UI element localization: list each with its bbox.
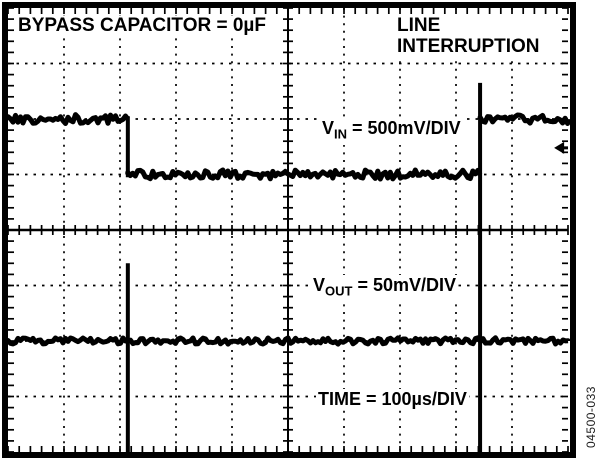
line-interruption-title-line2: INTERRUPTION <box>397 36 540 57</box>
vin-subscript: IN <box>334 126 348 142</box>
vout-scale-value: = 50mV/DIV <box>352 275 457 295</box>
vin-level <box>125 167 483 182</box>
vin-trace <box>5 82 571 452</box>
vin-level <box>477 112 571 126</box>
vout-level <box>5 335 571 347</box>
vout-trace <box>5 263 571 452</box>
vout-symbol: V <box>313 275 326 295</box>
vin-scale-value: = 500mV/DIV <box>347 118 461 138</box>
vout-scale-label: VOUT = 50mV/DIV <box>311 275 459 302</box>
figure-number: 04500-033 <box>584 386 598 448</box>
line-interruption-title-line1: LINE <box>397 15 441 36</box>
line-interruption-title: LINE INTERRUPTION <box>395 15 542 57</box>
vin-scale-label: VIN = 500mV/DIV <box>320 118 463 145</box>
vin-symbol: V <box>322 118 335 138</box>
time-scale-label: TIME = 100µs/DIV <box>316 389 469 409</box>
vout-subscript: OUT <box>325 283 353 299</box>
trigger-marker-left-arrow-icon <box>554 141 568 154</box>
bypass-capacitor-title: BYPASS CAPACITOR = 0µF <box>16 15 268 36</box>
vin-level <box>5 112 130 126</box>
